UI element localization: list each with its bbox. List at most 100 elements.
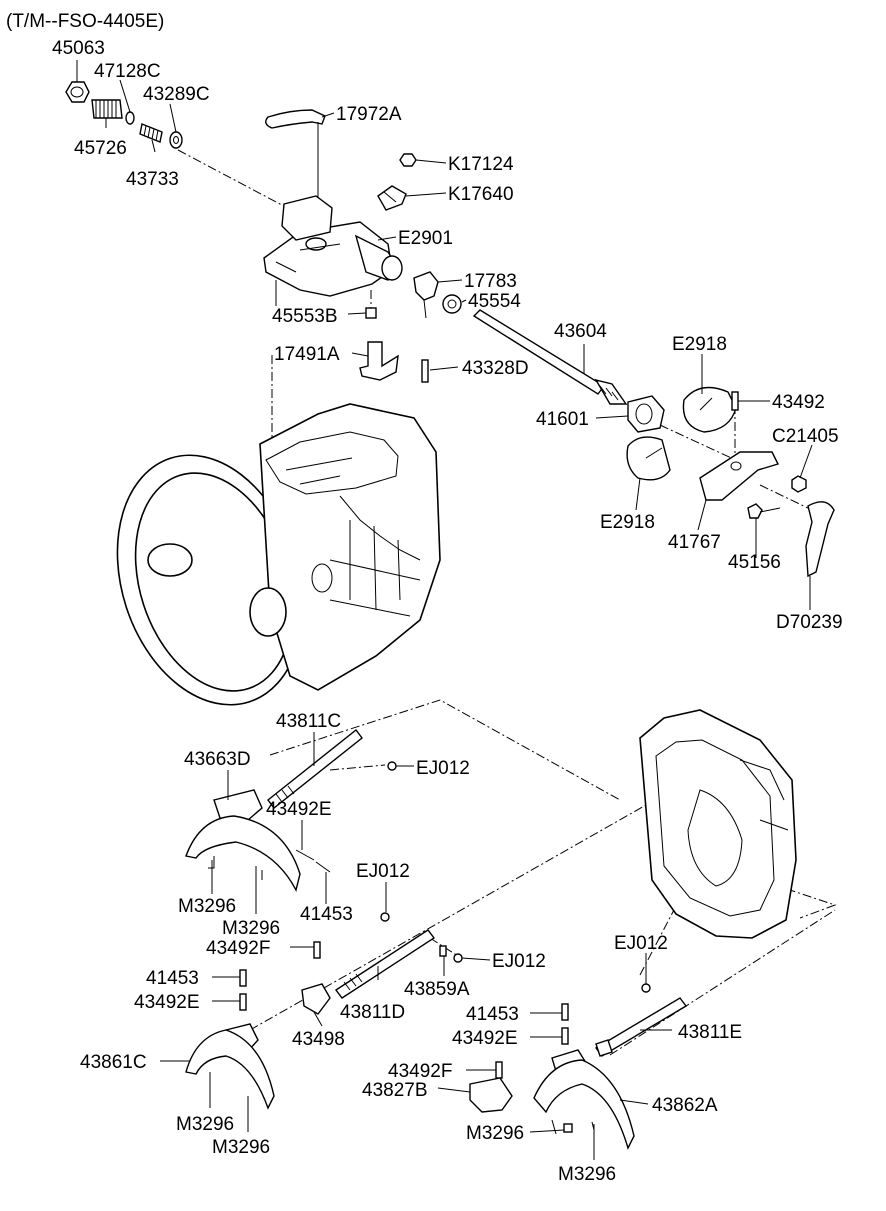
ball-EJ012-far-right-part	[641, 983, 651, 993]
label-EJ012-far-right: EJ012	[614, 933, 668, 954]
label-M3296-lower-right: M3296	[558, 1164, 616, 1185]
label-43811D: 43811D	[340, 1002, 405, 1023]
label-43811E: 43811E	[678, 1022, 742, 1043]
label-43604: 43604	[554, 321, 607, 342]
seal-45554-part	[442, 294, 462, 314]
label-M3296-upper-left: M3296	[178, 896, 236, 917]
label-45726: 45726	[74, 138, 127, 159]
screw-M3296-lower-part	[563, 1123, 573, 1133]
bushing-41601-part	[627, 395, 665, 433]
model-header: (T/M--FSO-4405E)	[6, 11, 164, 32]
label-41453-right: 41453	[466, 1004, 519, 1025]
label-D70239: D70239	[776, 612, 843, 633]
label-41453-upper: 41453	[300, 904, 353, 925]
pin-43492F-right-part	[495, 1061, 503, 1079]
bolt-45156-part	[747, 503, 781, 519]
label-K17124: K17124	[448, 154, 514, 175]
leader-lines	[76, 60, 813, 1160]
pin-17491A-part	[359, 341, 399, 381]
label-17491A: 17491A	[274, 344, 340, 365]
label-43861C: 43861C	[80, 1052, 147, 1073]
label-43498: 43498	[292, 1029, 345, 1050]
rail-43811D-part	[334, 929, 436, 999]
spring-43733-part	[139, 123, 163, 143]
label-M3296-upper-right: M3296	[222, 918, 280, 939]
transmission-case-part	[116, 403, 441, 706]
ball-EJ012-right-part	[453, 953, 463, 963]
label-E2901: E2901	[398, 228, 453, 249]
shaft-43604-part	[472, 309, 628, 405]
ball-EJ012-upper-part	[387, 761, 397, 771]
label-45553B: 45553B	[272, 306, 338, 327]
label-43859A: 43859A	[404, 979, 470, 1000]
fork-43663D-part	[185, 789, 301, 892]
bracket-41767-part	[699, 451, 779, 501]
label-17783: 17783	[464, 271, 517, 292]
label-45156: 45156	[728, 552, 781, 573]
rear-case-part	[639, 709, 797, 939]
lever-D70239-part	[805, 501, 835, 578]
lever-17972A-part	[265, 109, 326, 210]
label-E2918-lower: E2918	[600, 512, 655, 533]
block-43498-part	[301, 983, 331, 1015]
fork-43862A-part	[533, 1049, 635, 1150]
rubber-E2918-upper-part	[682, 386, 737, 433]
label-41767: 41767	[668, 532, 721, 553]
label-43492E-left: 43492E	[134, 992, 200, 1013]
rail-43811C-part	[267, 729, 363, 809]
washer-43289C-part	[169, 131, 183, 149]
pin-43492F-left-part	[313, 941, 321, 959]
bolt-45553B-part	[365, 290, 377, 319]
label-41453-left: 41453	[146, 968, 199, 989]
label-43289C: 43289C	[143, 84, 210, 105]
control-housing-part	[263, 195, 403, 297]
pin-43492-part	[731, 391, 739, 411]
label-43492E-upper: 43492E	[266, 799, 332, 820]
label-C21405: C21405	[772, 426, 839, 447]
switch-K17640-part	[377, 185, 407, 211]
label-E2918-upper: E2918	[672, 334, 727, 355]
label-43733: 43733	[126, 169, 179, 190]
label-43811C: 43811C	[276, 711, 341, 732]
label-17972A: 17972A	[336, 104, 402, 125]
label-45554: 45554	[468, 291, 521, 312]
label-EJ012-right: EJ012	[492, 951, 546, 972]
pin-43492E-left-part	[239, 993, 247, 1011]
bolt-C21405-part	[791, 475, 807, 493]
nut-45063-part	[65, 81, 90, 103]
label-41601: 41601	[536, 409, 589, 430]
label-43862A: 43862A	[652, 1095, 718, 1116]
label-45063: 45063	[52, 38, 105, 59]
label-K17640: K17640	[448, 184, 514, 205]
rubber-E2918-lower-part	[626, 436, 671, 481]
pin-43492E-right-part	[561, 1027, 569, 1045]
pin-41453-upper-part	[315, 861, 331, 873]
label-43492E-right: 43492E	[452, 1028, 518, 1049]
clip-47128C-part	[125, 111, 135, 125]
label-43492F-right: 43492F	[388, 1061, 452, 1082]
label-M3296-lower-left-b: M3296	[212, 1137, 270, 1158]
block-43827B-part	[469, 1077, 513, 1113]
label-43827B: 43827B	[362, 1080, 428, 1101]
label-43663D: 43663D	[184, 749, 251, 770]
label-EJ012-mid: EJ012	[356, 861, 410, 882]
ball-EJ012-mid-part	[380, 912, 390, 922]
nut-K17124-part	[399, 153, 417, 167]
pin-41453-left-part	[239, 969, 247, 987]
label-43492F-left: 43492F	[206, 938, 270, 959]
pin-43328D-part	[421, 359, 429, 383]
pin-43859A-part	[439, 945, 447, 957]
rail-43811E-part	[594, 997, 688, 1057]
label-47128C: 47128C	[94, 61, 161, 82]
label-43492: 43492	[772, 392, 825, 413]
spring-45726-part	[91, 99, 123, 119]
part-labels: 45063 47128C 43289C 45726 43733 17972A K…	[52, 38, 843, 1185]
fork-43861C-part	[185, 1023, 275, 1110]
label-EJ012-upper: EJ012	[416, 758, 470, 779]
lever-17783-part	[413, 271, 439, 319]
pin-43492E-upper-part	[295, 849, 315, 861]
label-43328D: 43328D	[462, 358, 529, 379]
label-M3296-lower-mid: M3296	[466, 1123, 524, 1144]
pin-41453-right-part	[561, 1003, 569, 1021]
